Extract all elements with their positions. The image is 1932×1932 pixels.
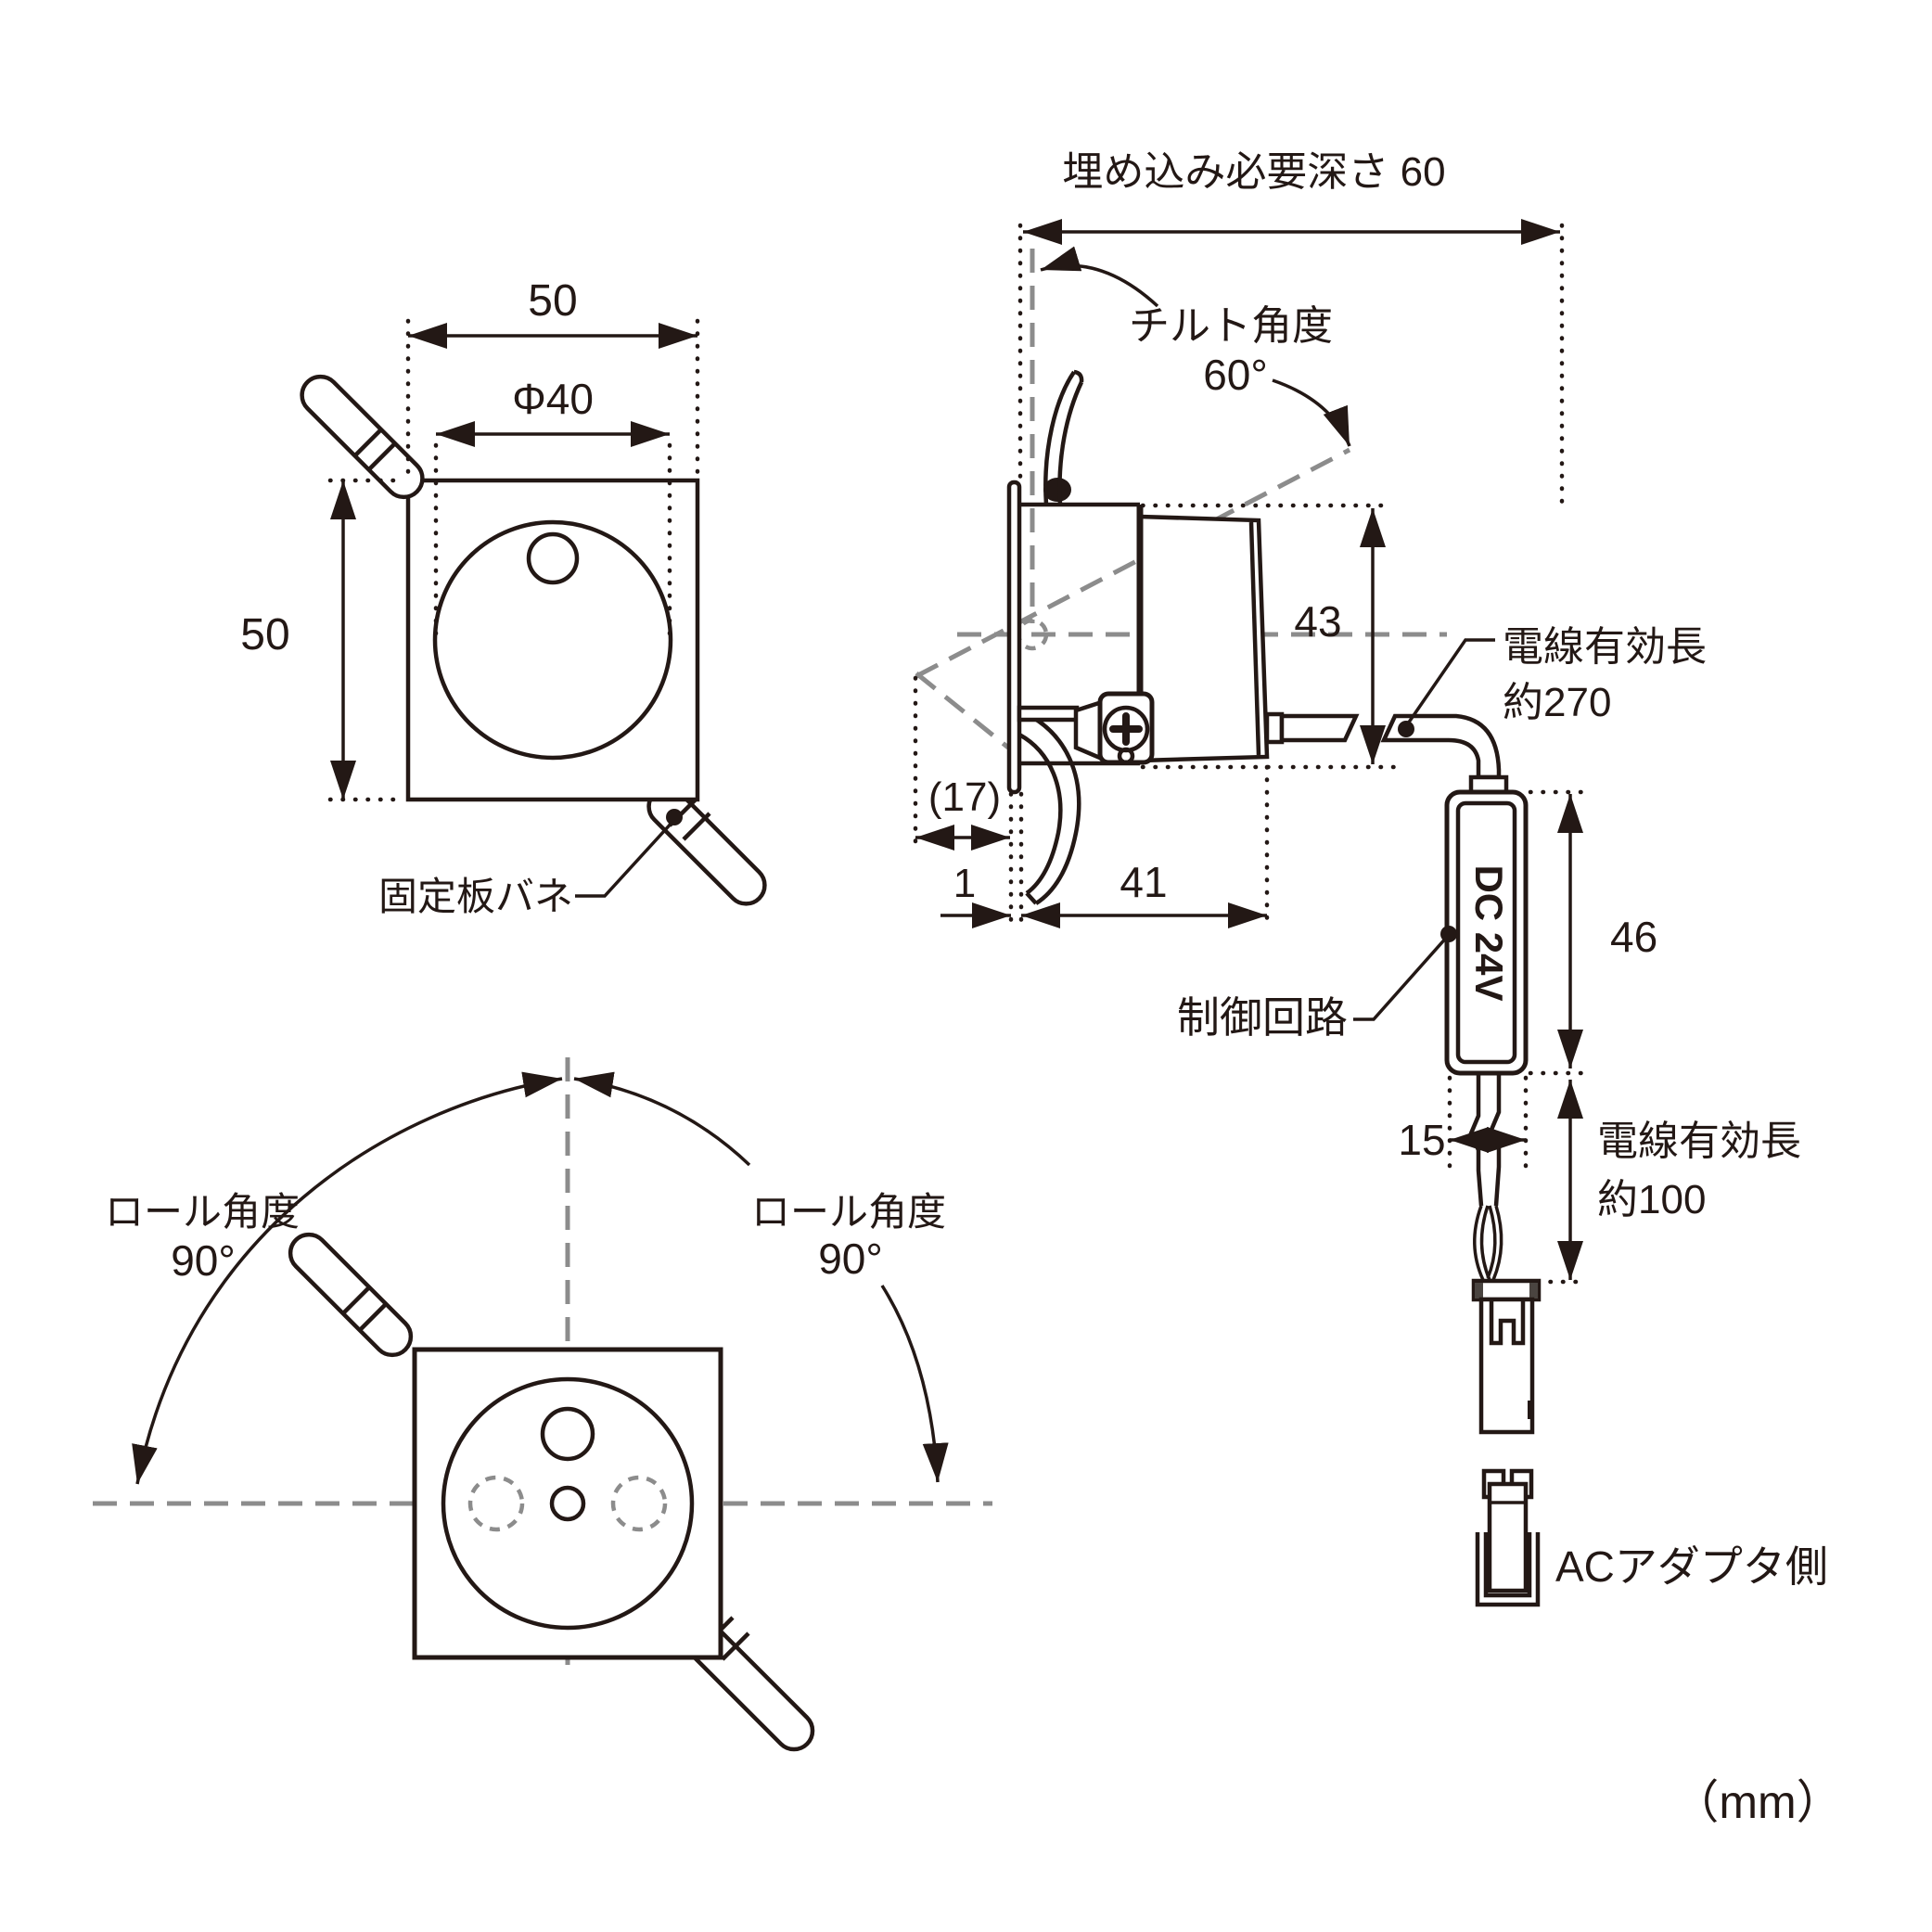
- aperture-circle: [441, 1376, 695, 1631]
- dim-driver-15: 15: [1398, 1075, 1529, 1170]
- dim-43-text: 43: [1294, 597, 1341, 646]
- fixture-body: [1006, 369, 1270, 905]
- aperture-circle: [432, 519, 673, 761]
- leader-dot: [1398, 721, 1414, 737]
- dim-15-text: 15: [1398, 1116, 1445, 1164]
- driver-marking-text: DC 24V: [1467, 864, 1511, 1001]
- wiring-detail: 電線有効長 約270 DC 24V 制御回路 46 15: [1177, 624, 1828, 1607]
- dim-cable-100: 電線有効長 約100: [1535, 1080, 1801, 1285]
- center-hole-circle: [549, 1485, 586, 1522]
- trim-flange: [1006, 480, 1022, 795]
- cable-upper: [1264, 711, 1509, 795]
- driver-box: DC 24V: [1444, 789, 1529, 1076]
- dim-width-text: 50: [528, 276, 577, 326]
- connector-plug: [1471, 1278, 1542, 1435]
- rotated-hole-ghost-left: [467, 1475, 525, 1532]
- bezel-square: [405, 478, 700, 802]
- dim-height-text: 50: [240, 610, 289, 659]
- spring-label: 固定板バネ: [378, 875, 573, 918]
- bezel-square: [412, 1347, 723, 1660]
- leaf-spring-bottom: [1017, 708, 1081, 905]
- cable-top-label-2: 約270: [1503, 680, 1611, 725]
- tilt-angle-text: 60°: [1203, 351, 1268, 399]
- recess-depth-label: 埋め込み必要深さ 60: [1062, 149, 1445, 195]
- cable-lower: [1468, 1073, 1503, 1281]
- cable-top-label-1: 電線有効長: [1503, 624, 1707, 670]
- leader-dot: [666, 809, 683, 825]
- dim-protrusion-17: (17): [913, 675, 1010, 852]
- units-note: （mm）: [1672, 1776, 1842, 1828]
- driver-callout: 制御回路: [1177, 926, 1457, 1042]
- fixing-spring-top-left: [288, 1232, 414, 1358]
- dim-1-text: 1: [953, 861, 976, 906]
- roll-angle-right: 90°: [818, 1235, 883, 1283]
- roll-label-right: ロール角度: [751, 1190, 946, 1234]
- dim-width-50: 50: [405, 276, 700, 481]
- dim-driver-46: 46: [1528, 789, 1657, 1076]
- fixing-spring-top-left: [300, 374, 425, 500]
- roll-angle-view: ロール角度 90° ロール角度 90°: [93, 1057, 992, 1752]
- cable-bottom-label-1: 電線有効長: [1597, 1119, 1801, 1164]
- spring-callout: 固定板バネ: [378, 809, 683, 918]
- roll-angle-left: 90°: [171, 1236, 236, 1285]
- tilt-callout: チルト角度 60°: [1040, 246, 1351, 447]
- leaf-spring-top: [1043, 369, 1084, 505]
- rotated-hole-ghost-right: [610, 1475, 668, 1532]
- lamp-housing: [1137, 514, 1270, 763]
- roll-label-left: ロール角度: [105, 1190, 300, 1234]
- front-view: 50 Φ40 50 固定板バネ: [240, 276, 767, 918]
- dim-diameter-40: Φ40: [433, 375, 672, 643]
- roll-labels: ロール角度 90° ロール角度 90°: [105, 1190, 946, 1285]
- cable-bottom-label-2: 約100: [1597, 1177, 1706, 1222]
- dim-height-50: 50: [240, 478, 407, 802]
- tilt-label: チルト角度: [1129, 303, 1333, 349]
- roll-arcs: [132, 1071, 949, 1485]
- cable-top-callout: 電線有効長 約270: [1404, 624, 1707, 727]
- dim-body-41: 41: [1021, 764, 1270, 930]
- leader-dot: [1440, 926, 1457, 942]
- side-view: 埋め込み必要深さ 60 チルト角度 60°: [913, 149, 1565, 930]
- dim-17-text: (17): [928, 774, 1001, 820]
- dim-41-text: 41: [1120, 858, 1167, 906]
- connector-label: ACアダプタ側: [1555, 1542, 1828, 1591]
- driver-label: 制御回路: [1177, 993, 1348, 1042]
- connector-socket: ACアダプタ側: [1475, 1468, 1828, 1607]
- screw-terminal: [1017, 691, 1155, 765]
- pivot-hole-circle: [526, 531, 580, 585]
- dim-46-text: 46: [1610, 913, 1657, 961]
- dim-diameter-text: Φ40: [512, 375, 594, 423]
- dim-recess-depth-60: 埋め込み必要深さ 60: [1017, 149, 1565, 513]
